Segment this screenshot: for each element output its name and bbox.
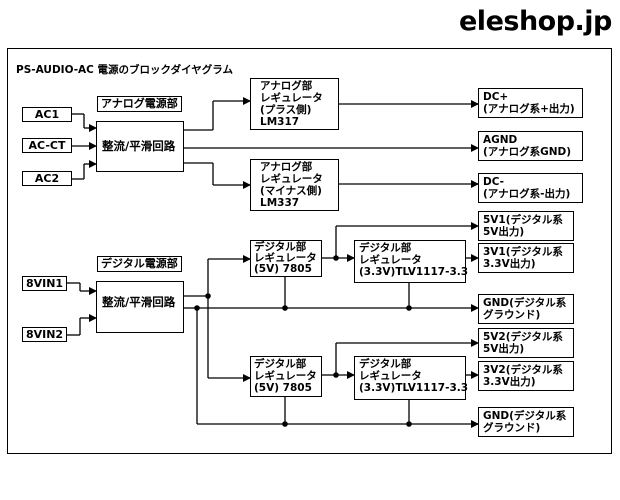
analog-plus-line3: (プラス側): [260, 104, 312, 116]
digital-5v-regulator-2-box: デジタル部 レギュレータ (5V) 7805: [250, 356, 322, 397]
analog-rectifier-label: 整流/平滑回路: [102, 139, 176, 153]
output-gnd2-line1: GND(デジタル系: [483, 410, 567, 422]
digital-33v-regulator-2-box: デジタル部 レギュレータ (3.3V)TLV1117-3.3: [354, 356, 469, 400]
input-ac-ct: AC-CT: [22, 138, 72, 153]
output-dc-plus-line1: DC+: [483, 91, 509, 103]
reg5v1-line3: (5V) 7805: [254, 263, 312, 275]
analog-rectifier-box: 整流/平滑回路: [96, 121, 184, 172]
brand-logo: eleshop.jp: [459, 6, 612, 37]
output-5v1-line1: 5V1(デジタル系: [483, 214, 563, 226]
analog-minus-regulator-box: アナログ部 レギュレータ (マイナス側) LM337: [250, 159, 339, 211]
analog-minus-line1: アナログ部: [260, 161, 313, 173]
analog-minus-line3: (マイナス側): [260, 185, 322, 197]
reg33-1-line2: レギュレータ: [359, 254, 422, 266]
digital-rectifier-box: 整流/平滑回路: [96, 281, 184, 333]
output-5v1-box: 5V1(デジタル系 5V出力): [478, 211, 574, 241]
analog-plus-line1: アナログ部: [260, 80, 313, 92]
output-3v1-box: 3V1(デジタル系 3.3V出力): [478, 243, 574, 273]
analog-minus-line2: レギュレータ: [260, 173, 323, 185]
reg5v2-line1: デジタル部: [254, 358, 307, 370]
digital-5v-regulator-1-box: デジタル部 レギュレータ (5V) 7805: [250, 240, 322, 277]
reg5v2-line3: (5V) 7805: [254, 382, 312, 394]
digital-33v-regulator-1-box: デジタル部 レギュレータ (3.3V)TLV1117-3.3: [354, 240, 469, 283]
output-agnd-line2: (アナログ系GND): [483, 146, 572, 158]
reg33-2-line2: レギュレータ: [359, 370, 422, 382]
output-agnd-box: AGND (アナログ系GND): [478, 131, 583, 161]
reg5v1-line2: レギュレータ: [254, 252, 317, 264]
output-gnd2-line2: グラウンド): [483, 422, 541, 434]
output-3v2-box: 3V2(デジタル系 3.3V出力): [478, 361, 574, 391]
output-gnd1-line1: GND(デジタル系: [483, 297, 567, 309]
diagram-frame: [7, 48, 612, 454]
diagram-title: PS-AUDIO-AC 電源のブロックダイヤグラム: [16, 64, 233, 76]
input-8vin1: 8VIN1: [22, 276, 67, 291]
analog-plus-regulator-box: アナログ部 レギュレータ (プラス側) LM317: [250, 78, 339, 130]
input-ac2: AC2: [22, 171, 72, 186]
digital-section-label: デジタル電源部: [97, 256, 182, 272]
output-3v2-line1: 3V2(デジタル系: [483, 364, 563, 376]
output-agnd-line1: AGND: [483, 134, 518, 146]
analog-plus-line2: レギュレータ: [260, 92, 323, 104]
output-5v1-line2: 5V出力): [483, 226, 525, 238]
output-3v1-line2: 3.3V出力): [483, 258, 536, 270]
analog-plus-line4: LM317: [260, 116, 300, 128]
reg5v1-line1: デジタル部: [254, 241, 307, 253]
output-dc-plus-line2: (アナログ系+出力): [483, 103, 575, 115]
output-gnd2-box: GND(デジタル系 グラウンド): [478, 407, 574, 437]
output-3v2-line2: 3.3V出力): [483, 376, 536, 388]
output-5v2-line2: 5V出力): [483, 343, 525, 355]
output-dc-minus-line1: DC-: [483, 176, 505, 188]
output-dc-minus-line2: (アナログ系-出力): [483, 188, 571, 200]
output-5v2-box: 5V2(デジタル系 5V出力): [478, 328, 574, 358]
analog-section-label: アナログ電源部: [97, 96, 182, 112]
output-dc-plus-box: DC+ (アナログ系+出力): [478, 88, 583, 118]
input-ac1: AC1: [22, 107, 72, 122]
output-3v1-line1: 3V1(デジタル系: [483, 246, 563, 258]
digital-rectifier-label: 整流/平滑回路: [102, 295, 176, 309]
reg33-1-line3: (3.3V)TLV1117-3.3: [359, 266, 469, 278]
output-dc-minus-box: DC- (アナログ系-出力): [478, 173, 583, 203]
output-gnd1-box: GND(デジタル系 グラウンド): [478, 294, 574, 324]
reg5v2-line2: レギュレータ: [254, 370, 317, 382]
output-gnd1-line2: グラウンド): [483, 309, 541, 321]
reg33-2-line1: デジタル部: [359, 358, 412, 370]
reg33-2-line3: (3.3V)TLV1117-3.3: [359, 382, 469, 394]
analog-minus-line4: LM337: [260, 197, 300, 209]
output-5v2-line1: 5V2(デジタル系: [483, 331, 563, 343]
input-8vin2: 8VIN2: [22, 327, 67, 342]
reg33-1-line1: デジタル部: [359, 242, 412, 254]
